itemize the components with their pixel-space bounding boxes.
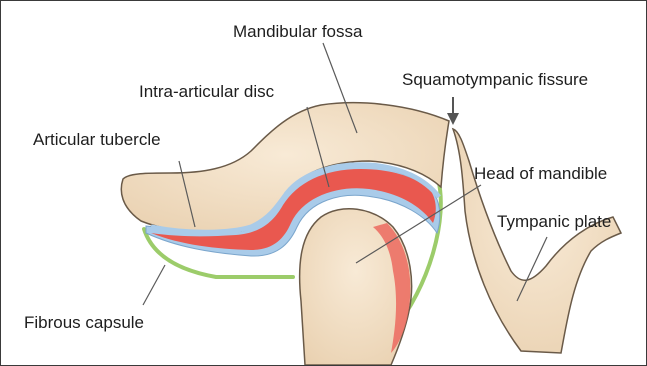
- label-intra-articular-disc: Intra-articular disc: [139, 83, 274, 100]
- label-fibrous-capsule: Fibrous capsule: [24, 314, 144, 331]
- label-head-of-mandible: Head of mandible: [474, 165, 607, 182]
- label-mandibular-fossa: Mandibular fossa: [233, 23, 362, 40]
- label-tympanic-plate: Tympanic plate: [497, 213, 611, 230]
- label-squamotympanic-fissure: Squamotympanic fissure: [402, 71, 588, 88]
- label-articular-tubercle: Articular tubercle: [33, 131, 161, 148]
- leader-fibrous-capsule: [143, 265, 165, 305]
- tympanic-plate-shape: [453, 129, 621, 353]
